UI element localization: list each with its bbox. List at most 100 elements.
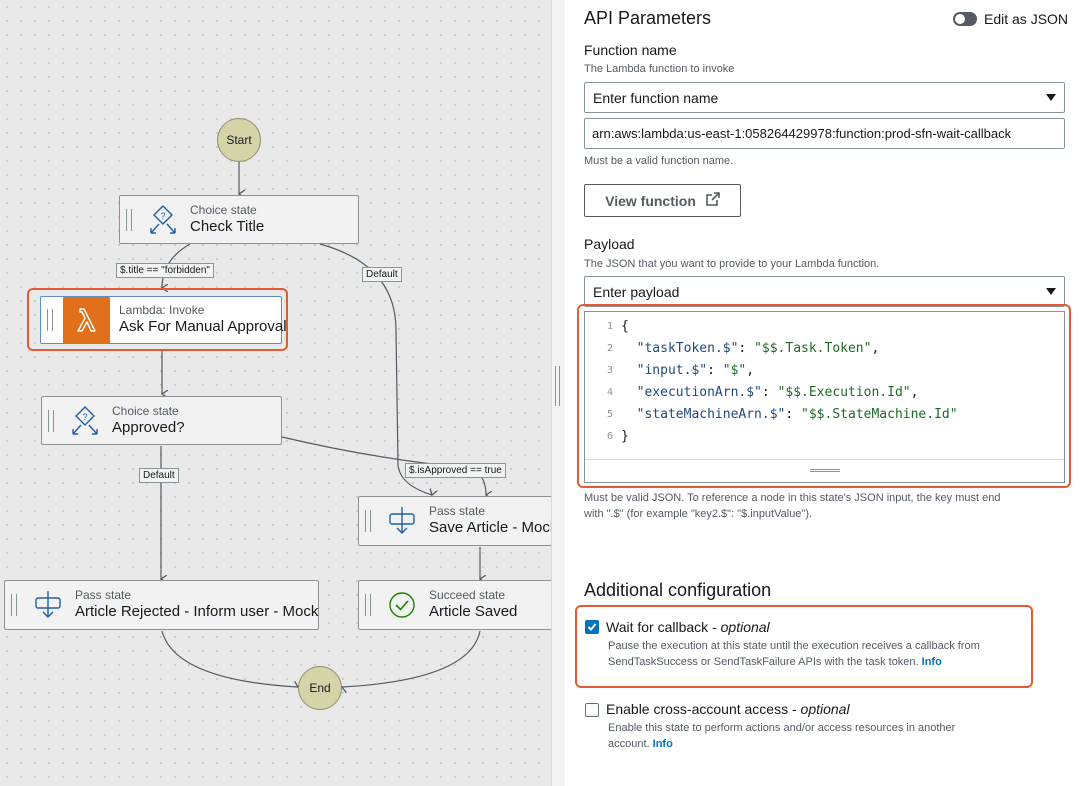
line-number: 5 [606, 409, 613, 420]
payload-select[interactable]: Enter payload [584, 276, 1065, 307]
cross-account-checkbox[interactable] [585, 703, 599, 717]
node-name: Article Rejected - Inform user - Mock [75, 603, 319, 620]
code-line: 3 "input.$": "$", [585, 360, 1064, 382]
node-name: Approved? [112, 418, 185, 436]
lambda-icon [63, 296, 110, 344]
select-value: Enter payload [593, 283, 680, 300]
highlight-manual-approval [27, 288, 288, 351]
node-type: Choice state [190, 202, 257, 217]
code-line: 1{ [585, 316, 1064, 338]
function-arn-input[interactable]: arn:aws:lambda:us-east-1:058264429978:fu… [584, 118, 1065, 149]
highlight-payload-editor [577, 304, 1071, 488]
description-line: account. [608, 738, 653, 750]
highlight-wait-callback [575, 605, 1033, 688]
line-number: 6 [606, 431, 613, 442]
drag-grip[interactable] [11, 594, 17, 616]
svg-text:?: ? [160, 211, 165, 221]
json-punct: , [871, 341, 880, 356]
node-type: Lambda: Invoke [119, 303, 205, 317]
wait-callback-description: Pause the execution at this state until … [608, 638, 980, 670]
pass-state-icon [31, 588, 65, 622]
description-line: Enable this state to perform actions and… [608, 722, 956, 734]
wait-callback-checkbox[interactable] [585, 620, 599, 634]
line-number: 2 [606, 343, 613, 354]
succeed-state-icon [385, 588, 419, 622]
line-number: 1 [606, 321, 613, 332]
resize-handle[interactable] [555, 366, 560, 406]
line-number: 3 [606, 365, 613, 376]
drag-grip[interactable] [365, 510, 371, 532]
toggle-knob [955, 14, 965, 24]
start-node[interactable]: Start [217, 118, 261, 162]
choice-state-icon: ? [68, 404, 102, 438]
description-line: SendTaskSuccess or SendTaskFailure APIs … [608, 656, 922, 668]
info-link[interactable]: Info [921, 656, 942, 668]
panel-divider[interactable] [551, 0, 565, 786]
node-type: Succeed state [429, 588, 506, 602]
caret-down-icon [1046, 288, 1056, 295]
node-name: Ask For Manual Approval [119, 318, 287, 335]
select-value: Enter function name [593, 89, 719, 106]
drag-grip[interactable] [126, 208, 132, 231]
end-node[interactable]: End [298, 666, 342, 710]
info-link[interactable]: Info [652, 738, 673, 750]
start-label: Start [226, 133, 252, 147]
code-line: 5 "stateMachineArn.$": "$$.StateMachine.… [585, 404, 1064, 426]
edge-label-title-forbidden: $.title == "forbidden" [116, 263, 214, 278]
json-punct: , [910, 385, 919, 400]
json-punct: , [746, 363, 755, 378]
payload-hint-line: Must be valid JSON. To reference a node … [584, 492, 1001, 504]
workflow-edges [0, 162, 551, 786]
function-name-label: Function name [584, 42, 677, 58]
cross-account-description: Enable this state to perform actions and… [608, 720, 955, 752]
function-name-hint: Must be a valid function name. [584, 155, 734, 167]
code-line: 4 "executionArn.$": "$$.Execution.Id", [585, 382, 1064, 404]
node-type: Pass state [75, 588, 132, 602]
panel-title: API Parameters [584, 8, 712, 28]
edit-json-label: Edit as JSON [984, 11, 1069, 27]
drag-grip[interactable] [48, 409, 54, 432]
function-arn-value: arn:aws:lambda:us-east-1:058264429978:fu… [592, 126, 1012, 141]
edit-json-toggle[interactable] [953, 12, 977, 26]
pass-state-icon [385, 504, 419, 538]
json-key: "stateMachineArn.$" [636, 407, 786, 422]
option-label: Wait for callback - [606, 619, 721, 635]
view-function-button[interactable]: View function [584, 184, 741, 217]
json-value: "$$.Task.Token" [754, 341, 872, 356]
payload-json-editor[interactable]: 1{ 2 "taskToken.$": "$$.Task.Token", 3 "… [584, 311, 1065, 483]
optional-tag: optional [720, 619, 770, 635]
additional-config-title: Additional configuration [584, 580, 772, 600]
svg-text:?: ? [82, 412, 87, 422]
cross-account-label[interactable]: Enable cross-account access - optional [606, 701, 850, 717]
caret-down-icon [1046, 94, 1056, 101]
edge-label-default: Default [362, 267, 402, 282]
option-label: Enable cross-account access - [606, 701, 801, 717]
edge-label-is-approved: $.isApproved == true [405, 463, 506, 478]
function-name-select[interactable]: Enter function name [584, 82, 1065, 113]
end-label: End [309, 681, 331, 695]
drag-grip[interactable] [47, 309, 53, 331]
code-line: 6} [585, 426, 1064, 448]
drag-grip[interactable] [365, 594, 371, 616]
check-icon [587, 623, 597, 631]
optional-tag: optional [800, 701, 850, 717]
payload-label: Payload [584, 236, 635, 252]
json-key: "executionArn.$" [636, 385, 762, 400]
description-line: Pause the execution at this state until … [608, 640, 980, 652]
view-function-label: View function [605, 192, 696, 209]
payload-description: The JSON that you want to provide to you… [584, 258, 880, 270]
function-name-description: The Lambda function to invoke [584, 63, 735, 75]
editor-resize-handle[interactable] [585, 459, 1064, 482]
node-name: Check Title [190, 217, 265, 235]
code-line: 2 "taskToken.$": "$$.Task.Token", [585, 338, 1064, 360]
json-key: "taskToken.$" [636, 341, 739, 356]
json-value: "$" [722, 363, 747, 378]
wait-callback-label[interactable]: Wait for callback - optional [606, 619, 770, 635]
